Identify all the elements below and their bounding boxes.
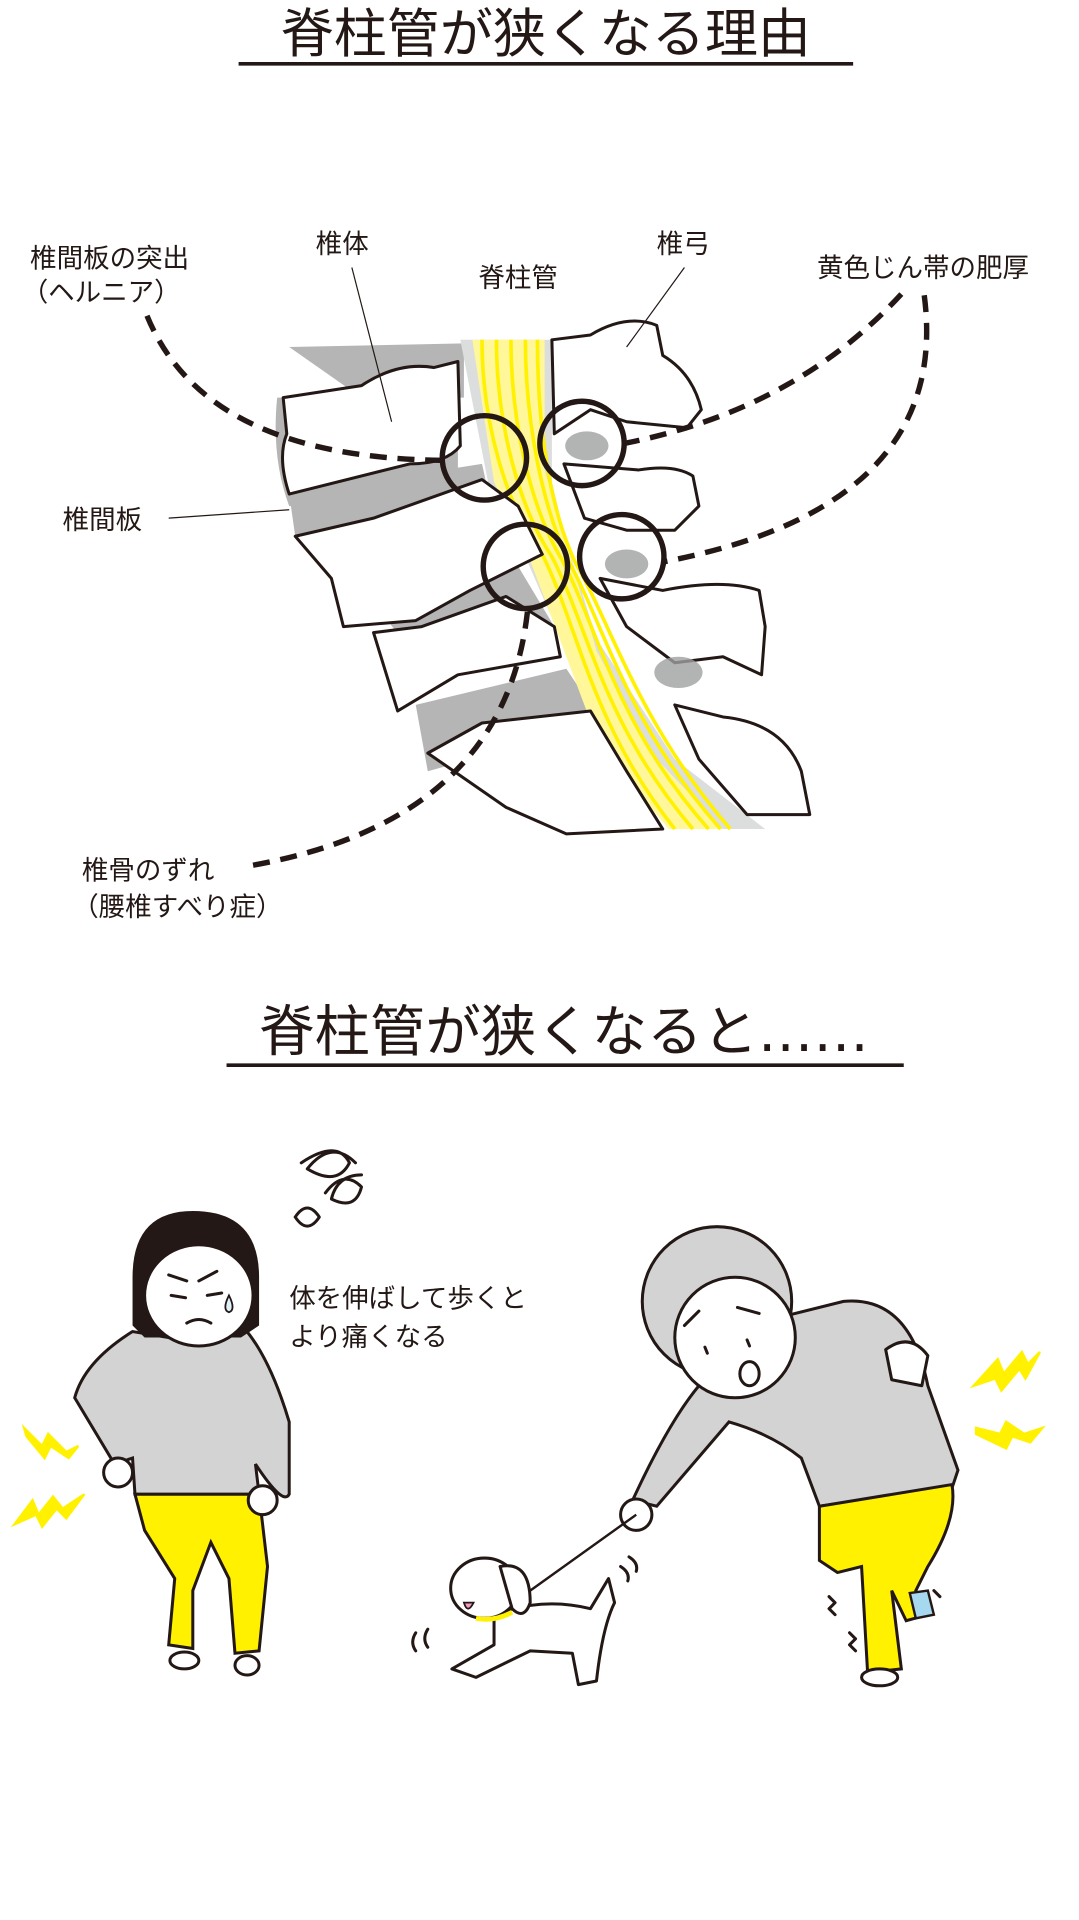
vertebral-body (426, 709, 665, 836)
label-herniation-sub: （ヘルニア） (22, 277, 181, 308)
woman-figure (73, 1149, 364, 1677)
lightning-bolt-icon (974, 1420, 1046, 1451)
highlight-circle-herniation (439, 413, 530, 503)
man-mouth (738, 1360, 761, 1388)
leader-line (626, 267, 685, 348)
vertebral-arch (562, 462, 701, 532)
man-face (673, 1275, 797, 1400)
dog-tongue (462, 1601, 476, 1610)
man-sock (908, 1589, 936, 1620)
spinal-canal-fill (472, 339, 723, 830)
label-herniation: 椎間板の突出 (30, 244, 189, 275)
woman-sweater (73, 1329, 291, 1499)
caption-line1: 体を伸ばして歩くと (289, 1283, 527, 1314)
woman-hand (102, 1456, 135, 1489)
callout-ligament (623, 292, 904, 447)
dog-body (450, 1577, 617, 1687)
callout-herniation (144, 314, 444, 464)
man-face-features (682, 1305, 761, 1355)
ligament-thickening (604, 549, 649, 579)
dog-figure (411, 1555, 639, 1687)
woman-face-features (167, 1269, 224, 1325)
dog-collar (475, 1610, 514, 1622)
leader-line (168, 509, 290, 519)
man-hand-on-back (884, 1340, 930, 1388)
woman-foot (233, 1654, 261, 1677)
callout-ligament-2 (664, 294, 930, 565)
label-slip: 椎骨のずれ (82, 856, 215, 887)
vertebral-body (281, 359, 462, 496)
motion-marks (411, 1555, 639, 1653)
leash (529, 1513, 637, 1592)
man-foot (860, 1667, 900, 1688)
callout-slip (252, 608, 531, 868)
woman-face (143, 1243, 255, 1348)
vertebral-arch (550, 319, 703, 436)
vertebral-arch (673, 703, 812, 817)
woman-pants (132, 1492, 270, 1655)
vertebral-body (372, 594, 562, 713)
man-shirt (630, 1299, 960, 1508)
woman-hand (246, 1484, 279, 1517)
label-spinal-canal: 脊柱管 (478, 263, 557, 294)
highlight-circle-ligament-lower (576, 511, 667, 602)
leader-line (351, 267, 393, 422)
lightning-bolt-icon (10, 1493, 86, 1529)
section-title-effects: 脊柱管が狭くなると…… (259, 1001, 869, 1065)
dizzy-scribble-icon (293, 1149, 364, 1228)
dog-ear (498, 1564, 532, 1615)
tremor-marks (827, 1589, 942, 1653)
label-vertebral-arch: 椎弓 (657, 229, 710, 260)
man-figure (619, 1225, 960, 1688)
lightning-bolt-icon (21, 1423, 80, 1461)
vertebral-arch (598, 576, 767, 677)
label-slip-sub: （腰椎すべり症） (72, 892, 282, 923)
woman-foot (168, 1650, 201, 1671)
ligament-thickening (654, 656, 703, 689)
highlight-circle-slip (480, 521, 571, 612)
tear-drop-icon (224, 1293, 234, 1314)
ligament-thickening (565, 431, 609, 461)
label-vertebral-body: 椎体 (316, 229, 369, 260)
vertebral-body (293, 478, 544, 629)
pain-bolt-icons (10, 1349, 1046, 1529)
man-pants (817, 1482, 955, 1675)
spine-diagram (144, 267, 930, 868)
label-disc: 椎間板 (63, 505, 143, 536)
caption-line2: より痛くなる (289, 1322, 447, 1353)
label-ligament: 黄色じん帯の肥厚 (817, 253, 1029, 284)
section-title-causes: 脊柱管が狭くなる理由 (281, 3, 811, 65)
lightning-bolt-icon (969, 1349, 1041, 1393)
